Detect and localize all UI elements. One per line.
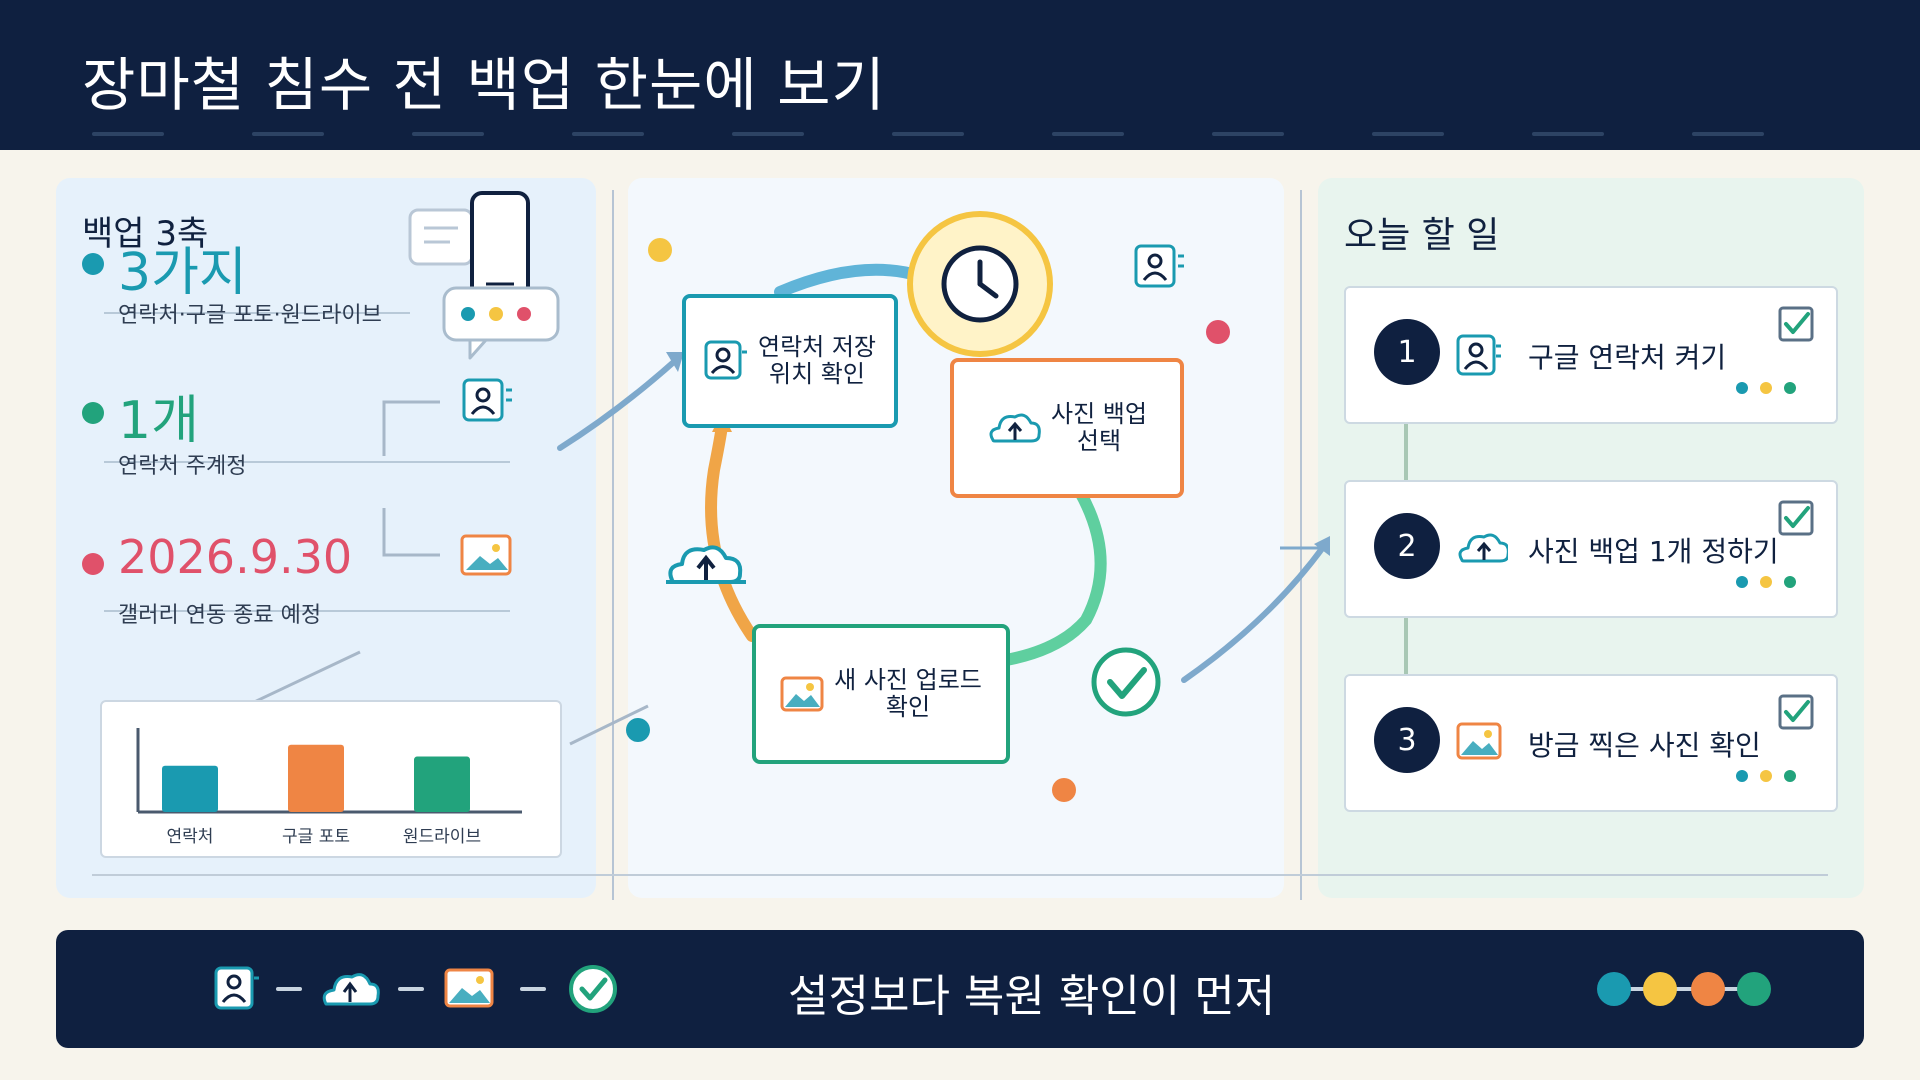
progress-dot: [1643, 972, 1677, 1006]
stat-value-account: 1개: [118, 391, 199, 451]
task-status-dots: [1736, 576, 1796, 588]
chart-category-label: 원드라이브: [403, 827, 481, 847]
backup-cycle-panel: [628, 178, 1284, 898]
header-divider: [92, 132, 164, 136]
footer-progress-dots: [1597, 972, 1771, 1006]
stat-rule: [104, 312, 410, 314]
task-text: 구글 연락처 켜기: [1528, 341, 1727, 374]
cloud-upload-icon: [322, 973, 380, 1006]
task-connector: [1404, 422, 1408, 482]
baseline-divider: [92, 874, 1828, 876]
task-status-dots: [1736, 770, 1796, 782]
task-text: 사진 백업 1개 정하기: [1528, 535, 1779, 568]
header-divider: [1372, 132, 1444, 136]
task-number-badge: 1: [1374, 319, 1440, 385]
header-divider: [892, 132, 964, 136]
chart-bar: [162, 765, 218, 812]
chart-bar: [414, 756, 470, 812]
chart-bar: [288, 744, 344, 812]
header-divider: [572, 132, 644, 136]
checkbox-checked-icon[interactable]: [1778, 306, 1814, 342]
header-divider: [1212, 132, 1284, 136]
header-divider: [1692, 132, 1764, 136]
task-card[interactable]: 1 구글 연락처 켜기: [1344, 286, 1838, 424]
panel-separator: [1300, 190, 1302, 900]
image-icon: [1456, 722, 1502, 760]
footer-message: 설정보다 복원 확인이 먼저: [788, 971, 1276, 1022]
checkbox-checked-icon[interactable]: [1778, 500, 1814, 536]
stat-bullet: [82, 553, 104, 575]
task-connector: [1404, 616, 1408, 676]
left-panel-heading: 백업 3축: [82, 214, 209, 254]
checkbox-checked-icon[interactable]: [1778, 694, 1814, 730]
footer-banner: 설정보다 복원 확인이 먼저: [56, 930, 1864, 1048]
header-divider: [1532, 132, 1604, 136]
chart-category-label: 구글 포토: [282, 827, 350, 847]
check-icon: [569, 965, 617, 1013]
task-number-badge: 2: [1374, 513, 1440, 579]
contact-icon: [214, 966, 259, 1010]
cloud-upload-icon: [1458, 533, 1508, 563]
progress-dot: [1597, 972, 1631, 1006]
chart-category-label: 연락처: [167, 827, 214, 847]
image-icon: [444, 968, 494, 1008]
stat-bullet: [82, 253, 104, 275]
backup-bar-chart: 연락처 구글 포토 원드라이브: [100, 700, 562, 858]
footer-step-dash: [398, 987, 424, 991]
header-divider: [412, 132, 484, 136]
footer-step-dash: [276, 987, 302, 991]
cycle-node-label: 사진 백업 선택: [1051, 400, 1147, 455]
task-text: 방금 찍은 사진 확인: [1528, 729, 1761, 762]
stat-desc-account: 연락처 주계정: [118, 454, 247, 479]
progress-dot: [1737, 972, 1771, 1006]
task-card[interactable]: 3 방금 찍은 사진 확인: [1344, 674, 1838, 812]
contact-icon: [1456, 334, 1501, 376]
task-status-dots: [1736, 382, 1796, 394]
header-divider: [732, 132, 804, 136]
progress-dot: [1691, 972, 1725, 1006]
footer-step-dash: [520, 987, 546, 991]
cycle-node-photo-backup: 사진 백업 선택: [950, 358, 1184, 498]
stat-rule: [104, 461, 510, 463]
cloud-upload-icon: [989, 413, 1041, 443]
stat-desc-count: 연락처·구글 포토·원드라이브: [118, 303, 382, 328]
task-card[interactable]: 2 사진 백업 1개 정하기: [1344, 480, 1838, 618]
contact-icon: [704, 340, 747, 380]
stat-value-count: 3가지: [118, 243, 247, 303]
stat-bullet: [82, 402, 104, 424]
header-divider: [1052, 132, 1124, 136]
panel-separator: [612, 190, 614, 900]
cycle-node-label: 새 사진 업로드 확인: [834, 666, 982, 721]
bar-chart-canvas: 연락처 구글 포토 원드라이브: [136, 728, 522, 847]
stat-value-date: 2026.9.30: [118, 530, 353, 584]
page-title: 장마철 침수 전 백업 한눈에 보기: [82, 51, 886, 119]
header-divider: [252, 132, 324, 136]
image-icon: [780, 676, 824, 712]
task-number-badge: 3: [1374, 707, 1440, 773]
header-bar: 장마철 침수 전 백업 한눈에 보기: [0, 0, 1920, 150]
cycle-node-label: 연락처 저장 위치 확인: [757, 333, 877, 388]
stat-desc-date: 갤러리 연동 종료 예정: [118, 603, 322, 628]
cycle-node-upload-check: 새 사진 업로드 확인: [752, 624, 1010, 764]
todo-heading: 오늘 할 일: [1344, 215, 1500, 256]
stat-rule: [104, 610, 510, 612]
cycle-node-contacts: 연락처 저장 위치 확인: [682, 294, 898, 428]
